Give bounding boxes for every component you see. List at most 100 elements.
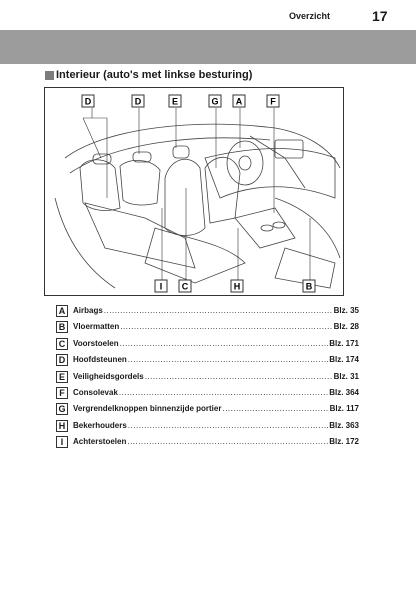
index-letter: E — [56, 370, 68, 383]
headrest-rear-right — [132, 151, 152, 163]
callout-f: F — [270, 97, 276, 107]
index-letter: F — [56, 386, 68, 399]
index-entry: Voorstoelen Blz. 171 — [73, 339, 359, 348]
index-label: Bekerhouders — [73, 420, 127, 430]
index-page-ref: Blz. 364 — [329, 387, 359, 397]
index-letter: B — [56, 321, 68, 334]
index-page-ref: Blz. 28 — [333, 322, 359, 332]
callout-i: I — [160, 282, 163, 292]
page-number: 17 — [372, 8, 388, 24]
index-letter: C — [56, 337, 68, 350]
component-index: A Airbags Blz. 35 B Vloermatten Blz. 28 … — [56, 304, 359, 452]
index-letter: G — [56, 403, 68, 416]
page-header: Overzicht 17 — [0, 0, 416, 30]
index-row-d: D Hoofdsteunen Blz. 174 — [56, 353, 359, 369]
headrest-front-left — [172, 145, 190, 159]
dot-leader — [222, 404, 328, 413]
index-label: Hoofdsteunen — [73, 355, 127, 365]
index-label: Vergrendelknoppen binnenzijde portier — [73, 404, 222, 414]
index-row-g: G Vergrendelknoppen binnenzijde portier … — [56, 402, 359, 418]
front-seat-left — [164, 158, 206, 236]
index-entry: Vergrendelknoppen binnenzijde portier Bl… — [73, 404, 359, 413]
title-marker — [45, 70, 54, 80]
callout-box-i — [154, 279, 168, 293]
index-label: Airbags — [73, 306, 103, 315]
index-letter: I — [56, 436, 68, 449]
index-entry: Vloermatten Blz. 28 — [73, 322, 359, 331]
index-page-ref: Blz. 171 — [329, 338, 359, 348]
index-entry: Achterstoelen Blz. 172 — [73, 437, 359, 446]
index-page-ref: Blz. 117 — [329, 404, 359, 414]
index-page-ref: Blz. 31 — [333, 371, 359, 381]
index-letter: D — [56, 354, 68, 367]
section-name: Overzicht — [289, 11, 331, 21]
rear-seat-left — [79, 159, 121, 211]
section-title-text: Interieur (auto's met linkse besturing) — [56, 69, 253, 81]
index-entry: Consolevak Blz. 364 — [73, 388, 359, 397]
index-label: Consolevak — [73, 387, 118, 397]
callout-box-g — [208, 94, 222, 108]
dot-leader — [120, 339, 329, 348]
callout-lines — [82, 108, 311, 280]
section-title: Interieur (auto's met linkse besturing) — [45, 68, 252, 82]
callout-g: G — [211, 97, 218, 107]
dot-leader — [120, 322, 332, 331]
callout-d-2: D — [135, 97, 142, 107]
rear-seat-right — [119, 160, 161, 206]
index-label: Vloermatten — [73, 322, 120, 332]
callout-e: E — [172, 97, 178, 107]
callout-box-h — [230, 279, 244, 293]
callout-box-d-1 — [81, 94, 95, 108]
callout-box-d-2 — [131, 94, 145, 108]
index-page-ref: Blz. 35 — [333, 306, 359, 315]
index-row-i: I Achterstoelen Blz. 172 — [56, 435, 359, 451]
index-row-c: C Voorstoelen Blz. 171 — [56, 337, 359, 353]
floor-mat — [274, 247, 336, 289]
index-row-e: E Veiligheidsgordels Blz. 31 — [56, 370, 359, 386]
car-interior-lines — [54, 123, 341, 289]
interior-drawing: D D E G A F I C H B — [54, 94, 341, 293]
callout-box-e — [168, 94, 182, 108]
bottom-callouts: I C H B — [154, 279, 316, 293]
headrest-rear-left — [92, 153, 112, 165]
display-screen — [274, 139, 304, 159]
callout-box-f — [266, 94, 280, 108]
index-label: Veiligheidsgordels — [73, 371, 144, 381]
dot-leader — [127, 437, 328, 446]
center-console — [234, 207, 296, 249]
callout-a: A — [236, 97, 243, 107]
dot-leader — [145, 372, 333, 381]
cupholder — [260, 224, 274, 232]
index-row-f: F Consolevak Blz. 364 — [56, 386, 359, 402]
callout-b: B — [306, 282, 313, 292]
interior-illustration: D D E G A F I C H B — [44, 87, 344, 296]
callout-d-1: D — [85, 97, 92, 107]
dot-leader — [128, 355, 328, 364]
index-page-ref: Blz. 172 — [329, 437, 359, 447]
dot-leader — [104, 306, 333, 315]
callout-c: C — [182, 282, 189, 292]
index-entry: Bekerhouders Blz. 363 — [73, 421, 359, 430]
index-row-h: H Bekerhouders Blz. 363 — [56, 419, 359, 435]
steering-wheel-shape — [226, 140, 264, 186]
index-label: Achterstoelen — [73, 437, 127, 447]
index-row-a: A Airbags Blz. 35 — [56, 304, 359, 320]
index-entry: Airbags Blz. 35 — [73, 306, 359, 315]
front-seat-right — [204, 156, 241, 224]
index-entry: Veiligheidsgordels Blz. 31 — [73, 372, 359, 381]
index-entry: Hoofdsteunen Blz. 174 — [73, 355, 359, 364]
index-row-b: B Vloermatten Blz. 28 — [56, 320, 359, 336]
index-page-ref: Blz. 363 — [329, 420, 359, 430]
index-letter: A — [56, 305, 68, 317]
callout-box-c — [178, 279, 192, 293]
callout-box-a — [232, 94, 246, 108]
callout-h: H — [234, 282, 241, 292]
top-callouts: D D E G A F — [81, 94, 280, 108]
dot-leader — [128, 421, 328, 430]
index-letter: H — [56, 419, 68, 432]
header-band — [0, 30, 416, 64]
index-label: Voorstoelen — [73, 338, 119, 348]
callout-box-b — [302, 279, 316, 293]
index-page-ref: Blz. 174 — [329, 355, 359, 365]
dot-leader — [119, 388, 328, 397]
